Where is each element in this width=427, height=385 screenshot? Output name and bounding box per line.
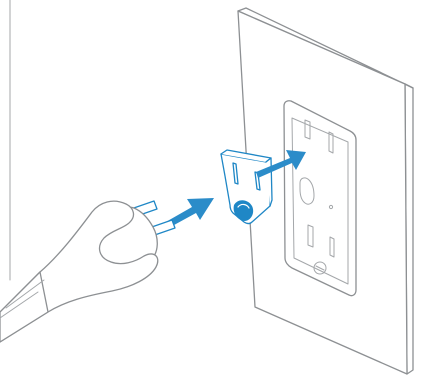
- two-prong-plug-icon: [0, 200, 176, 343]
- duplex-outlet-icon: [283, 100, 357, 297]
